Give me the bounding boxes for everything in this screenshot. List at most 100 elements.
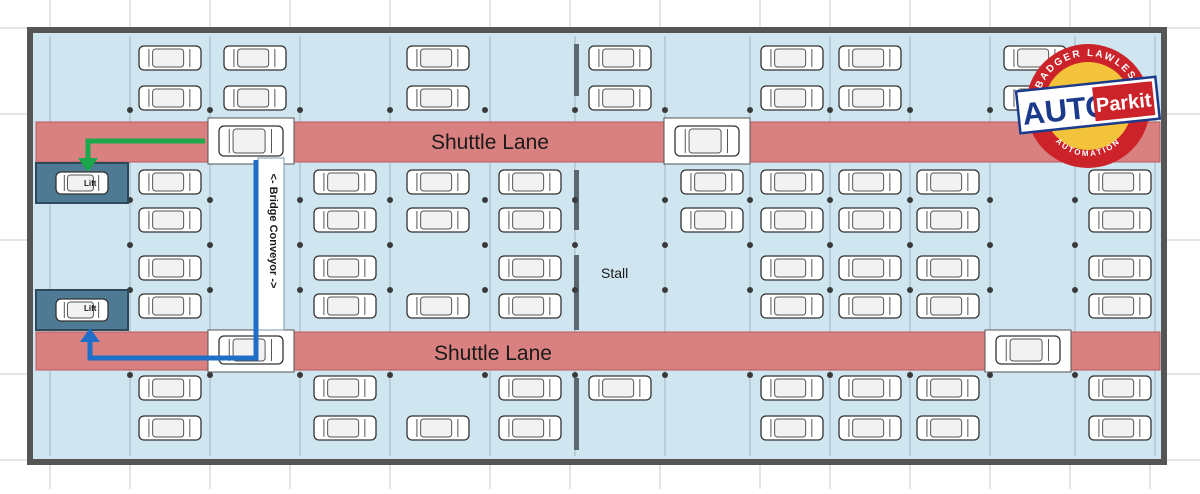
- column-dot: [207, 197, 213, 203]
- column-dot: [572, 242, 578, 248]
- column-dot: [387, 287, 393, 293]
- car-roof: [1102, 210, 1135, 230]
- car-icon: [916, 293, 980, 319]
- car-roof: [852, 48, 885, 68]
- car-icon: [760, 85, 824, 111]
- column-dot: [827, 372, 833, 378]
- car-roof: [852, 296, 885, 316]
- column-dot: [207, 372, 213, 378]
- car-icon: [916, 255, 980, 281]
- car-roof: [512, 378, 545, 398]
- column-dot: [747, 372, 753, 378]
- car-roof: [774, 210, 807, 230]
- car-icon: [406, 293, 470, 319]
- column-dot: [987, 242, 993, 248]
- car-roof: [930, 378, 963, 398]
- car-roof: [420, 418, 453, 438]
- car-roof: [152, 296, 185, 316]
- car-roof: [1102, 378, 1135, 398]
- column-dot: [482, 197, 488, 203]
- car-roof: [1017, 48, 1050, 68]
- car-roof: [1102, 258, 1135, 278]
- lift-1-label: Lift: [84, 179, 97, 188]
- car-roof: [852, 88, 885, 108]
- column-dot: [127, 107, 133, 113]
- car-roof: [327, 210, 360, 230]
- arrow-icon: [80, 328, 100, 342]
- car-icon: [313, 415, 377, 441]
- column-dot: [127, 372, 133, 378]
- car-icon: [588, 375, 652, 401]
- column-dot: [572, 197, 578, 203]
- car-roof: [152, 418, 185, 438]
- car-icon: [838, 375, 902, 401]
- car-icon: [1088, 169, 1152, 195]
- column-dot: [572, 372, 578, 378]
- car-icon: [313, 375, 377, 401]
- car-icon: [995, 335, 1061, 365]
- car-icon: [680, 169, 744, 195]
- car-icon: [916, 415, 980, 441]
- car-roof: [930, 172, 963, 192]
- car-roof: [420, 88, 453, 108]
- car-icon: [916, 375, 980, 401]
- car-icon: [760, 375, 824, 401]
- shuttle-lane-top-label: Shuttle Lane: [431, 131, 549, 154]
- car-icon: [760, 207, 824, 233]
- car-icon: [138, 85, 202, 111]
- car-roof: [152, 258, 185, 278]
- car-icon: [838, 85, 902, 111]
- car-icon: [1088, 293, 1152, 319]
- partition-wall: [574, 378, 579, 450]
- column-dot: [127, 242, 133, 248]
- car-roof: [327, 418, 360, 438]
- car-icon: [406, 45, 470, 71]
- green-path: [85, 138, 205, 162]
- column-dot: [907, 242, 913, 248]
- car-icon: [223, 45, 287, 71]
- car-icon: [498, 169, 562, 195]
- column-dot: [662, 107, 668, 113]
- column-dot: [987, 107, 993, 113]
- column-dot: [297, 372, 303, 378]
- column-dot: [827, 197, 833, 203]
- car-icon: [313, 207, 377, 233]
- car-roof: [852, 210, 885, 230]
- car-roof: [327, 258, 360, 278]
- car-icon: [588, 45, 652, 71]
- car-icon: [406, 415, 470, 441]
- car-icon: [313, 293, 377, 319]
- car-roof: [232, 128, 266, 154]
- car-icon: [760, 45, 824, 71]
- car-icon: [406, 207, 470, 233]
- car-icon: [916, 169, 980, 195]
- column-dot: [747, 197, 753, 203]
- car-icon: [760, 255, 824, 281]
- car-icon: [406, 85, 470, 111]
- car-roof: [774, 418, 807, 438]
- column-dot: [907, 372, 913, 378]
- car-roof: [152, 210, 185, 230]
- column-dot: [662, 287, 668, 293]
- car-roof: [602, 88, 635, 108]
- car-roof: [420, 48, 453, 68]
- column-dot: [1072, 242, 1078, 248]
- column-dot: [1072, 197, 1078, 203]
- column-dot: [662, 197, 668, 203]
- car-icon: [406, 169, 470, 195]
- car-roof: [774, 172, 807, 192]
- car-roof: [930, 258, 963, 278]
- car-icon: [1088, 255, 1152, 281]
- column-dot: [907, 287, 913, 293]
- column-dot: [907, 107, 913, 113]
- car-icon: [138, 207, 202, 233]
- car-icon: [138, 45, 202, 71]
- car-icon: [838, 255, 902, 281]
- car-icon: [138, 293, 202, 319]
- car-roof: [66, 301, 94, 319]
- blue-path: [87, 160, 259, 361]
- car-roof: [327, 378, 360, 398]
- car-roof: [1102, 418, 1135, 438]
